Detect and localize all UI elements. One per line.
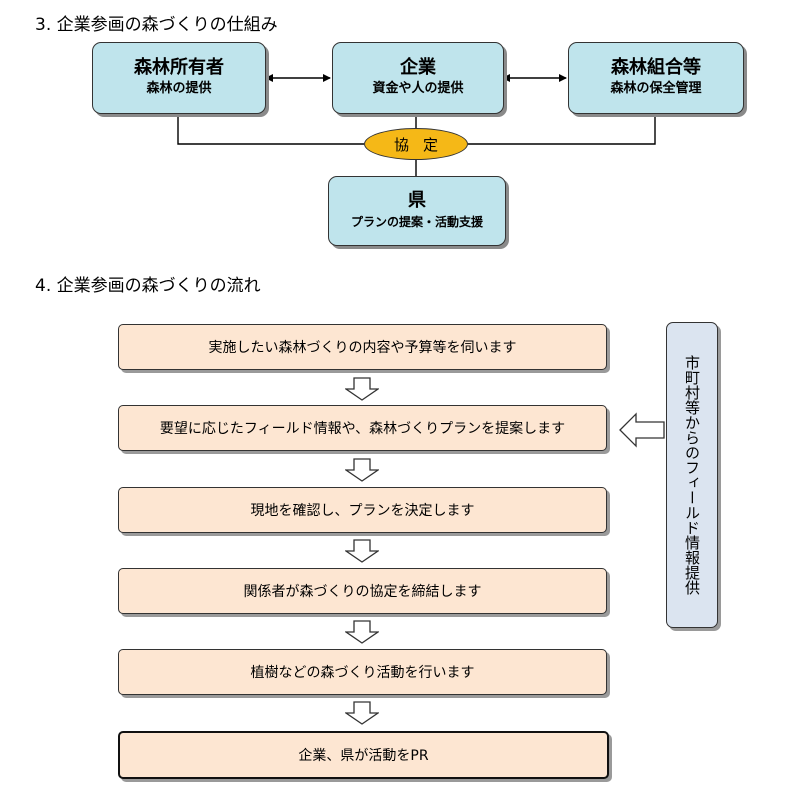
field-info-side-box: 市町村等からのフィールド情報提供 [666,322,718,628]
agreement-connector-right [468,113,656,145]
down-arrow-icon [345,458,379,482]
flow-step-2: 要望に応じたフィールド情報や、森林づくりプランを提案します [118,405,607,451]
forest-owner-name: 森林所有者 [134,57,224,78]
prefecture-role: プランの提案・活動支援 [350,215,483,229]
flow-step-1: 実施したい森林づくりの内容や予算等を伺います [118,324,607,370]
company-role: 資金や人の提供 [372,81,464,96]
forest-owner-box: 森林所有者 森林の提供 [92,42,266,114]
section4-heading: 4. 企業参画の森づくりの流れ [35,276,261,296]
section3-heading: 3. 企業参画の森づくりの仕組み [35,15,278,35]
company-box: 企業 資金や人の提供 [332,42,504,114]
forest-union-role: 森林の保全管理 [610,81,702,96]
company-name: 企業 [400,57,436,78]
forest-union-name: 森林組合等 [611,57,701,78]
flow-step-4: 関係者が森づくりの協定を締結します [118,568,607,614]
down-arrow-icon [345,701,379,725]
forest-owner-role: 森林の提供 [146,81,212,96]
flow-step-5: 植樹などの森づくり活動を行います [118,649,607,695]
forest-union-box: 森林組合等 森林の保全管理 [568,42,744,114]
field-info-side-text: 市町村等からのフィールド情報提供 [683,355,701,595]
side-info-arrow [619,412,665,448]
flow-step-3: 現地を確認し、プランを決定します [118,487,607,533]
down-arrow-icon [345,620,379,644]
down-arrow-icon [345,539,379,563]
flow-step-6: 企業、県が活動をPR [118,731,609,779]
prefecture-box: 県 プランの提案・活動支援 [328,176,506,246]
down-arrow-icon [345,377,379,401]
agreement-ellipse: 協定 [364,128,468,160]
agreement-connector [177,113,364,145]
prefecture-name: 県 [408,190,426,211]
